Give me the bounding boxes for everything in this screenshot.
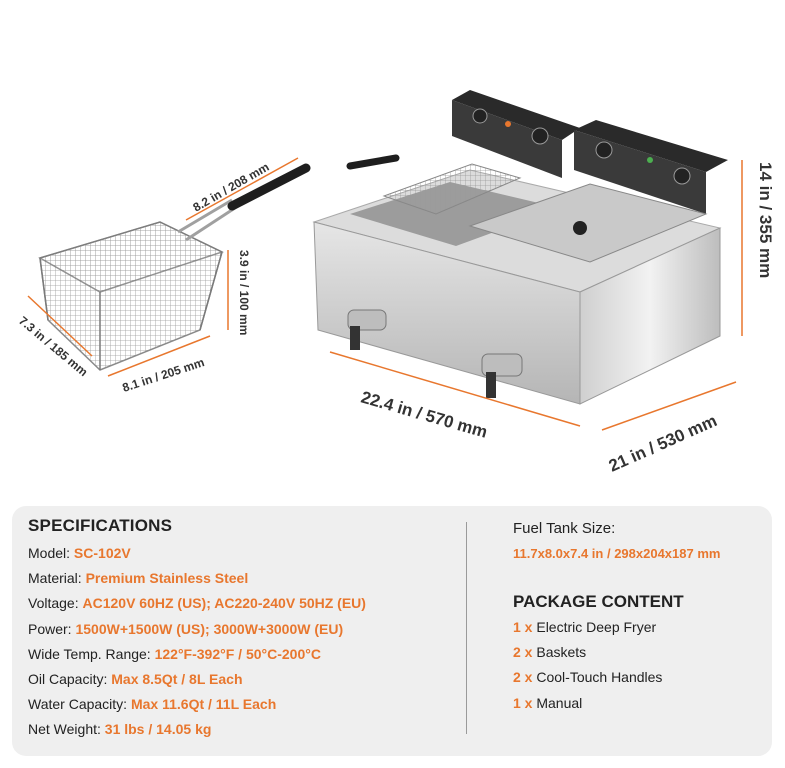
spec-label: Net Weight: [28,721,105,738]
fryer-width-dimension: 22.4 in / 570 mm [359,388,490,442]
basket-height-dimension: 3.9 in / 100 mm [237,250,251,335]
spec-row-water-capacity: Water Capacity: Max 11.6Qt / 11L Each [28,692,458,717]
spec-value: 122°F-392°F / 50°C-200°C [154,645,321,662]
spec-label: Voltage: [28,595,83,612]
package-item-name: Cool-Touch Handles [536,669,663,686]
spec-label: Model: [28,545,74,561]
panel-divider [466,522,467,734]
spec-value: Premium Stainless Steel [85,570,249,587]
product-illustration: 8.2 in / 208 mm 3.9 in / 100 mm 7.3 in /… [16,90,775,476]
package-item-qty: 1 x [513,619,537,635]
specifications-section: SPECIFICATIONS Model: SC-102V Material: … [28,516,458,743]
deep-fryer [312,90,728,405]
fry-basket [38,163,311,371]
spec-value: Max 8.5Qt / 8L Each [111,670,243,687]
spec-row-material: Material: Premium Stainless Steel [28,566,458,591]
spec-row-net-weight: Net Weight: 31 lbs / 14.05 kg [28,717,458,742]
package-item-qty: 1 x [513,694,537,711]
spec-row-model: Model: SC-102V [28,541,458,566]
spec-value: 31 lbs / 14.05 kg [104,721,212,738]
spec-value: SC-102V [73,545,131,561]
spec-row-temp-range: Wide Temp. Range: 122°F-392°F / 50°C-200… [28,642,458,667]
spec-label: Material: [28,570,86,587]
spec-row-voltage: Voltage: AC120V 60HZ (US); AC220-240V 50… [28,591,458,616]
package-item-name: Baskets [536,644,587,661]
package-content-title: PACKAGE CONTENT [513,592,684,611]
package-item-qty: 2 x [513,669,537,686]
fuel-tank-label: Fuel Tank Size: [513,520,616,537]
fryer-dimension-lines [329,160,743,431]
fryer-height-dimension: 14 in / 355 mm [756,162,775,278]
package-section: Fuel Tank Size: 11.7x8.0x7.4 in / 298x20… [513,516,763,716]
package-item: 2 x Baskets [513,640,763,665]
package-item-name: Electric Deep Fryer [536,619,657,635]
basket-width-dimension: 8.1 in / 205 mm [121,355,207,395]
package-item: 1 x Electric Deep Fryer [513,615,763,640]
spec-value: AC120V 60HZ (US); AC220-240V 50HZ (EU) [82,595,366,612]
package-item-qty: 2 x [513,644,537,661]
spec-row-oil-capacity: Oil Capacity: Max 8.5Qt / 8L Each [28,667,458,692]
basket-dimension-lines [27,157,299,377]
spec-row-power: Power: 1500W+1500W (US); 3000W+3000W (EU… [28,617,458,642]
spec-label: Power: [28,620,76,637]
package-item-name: Manual [536,694,583,711]
package-item: 2 x Cool-Touch Handles [513,665,763,690]
specifications-panel [12,506,772,756]
specifications-title: SPECIFICATIONS [28,516,173,535]
package-item: 1 x Manual [513,691,763,716]
spec-value: 1500W+1500W (US); 3000W+3000W (EU) [75,620,344,637]
fryer-depth-dimension: 21 in / 530 mm [606,411,720,476]
spec-value: Max 11.6Qt / 11L Each [130,696,277,713]
spec-label: Wide Temp. Range: [28,645,155,662]
spec-label: Water Capacity: [28,696,131,713]
fuel-tank-value: 11.7x8.0x7.4 in / 298x204x187 mm [513,546,721,561]
spec-label: Oil Capacity: [28,670,112,687]
